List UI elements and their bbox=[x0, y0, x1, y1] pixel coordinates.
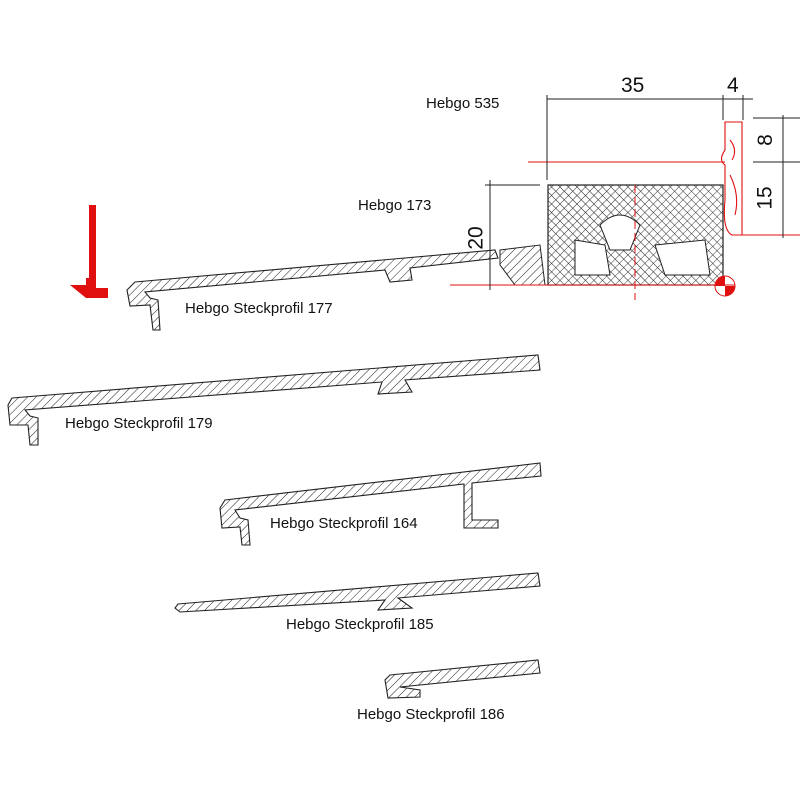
profile-hebgo-173 bbox=[450, 161, 736, 300]
label-steckprofil-186: Hebgo Steckprofil 186 bbox=[357, 706, 505, 723]
section-marker-icon bbox=[70, 205, 108, 298]
dimension-20: 20 bbox=[464, 226, 488, 250]
label-hebgo-535: Hebgo 535 bbox=[426, 95, 500, 112]
seal-hebgo-535 bbox=[720, 121, 800, 236]
dimension-15: 15 bbox=[753, 186, 777, 210]
label-steckprofil-164: Hebgo Steckprofil 164 bbox=[270, 515, 418, 532]
dimension-8: 8 bbox=[753, 134, 777, 146]
dimension-4: 4 bbox=[727, 74, 739, 97]
profile-164 bbox=[219, 462, 542, 546]
label-steckprofil-177: Hebgo Steckprofil 177 bbox=[185, 300, 333, 317]
profile-186 bbox=[384, 659, 541, 699]
dimension-lines bbox=[485, 95, 800, 290]
label-steckprofil-185: Hebgo Steckprofil 185 bbox=[286, 616, 434, 633]
label-steckprofil-179: Hebgo Steckprofil 179 bbox=[65, 415, 213, 432]
profile-179 bbox=[7, 354, 541, 446]
profile-177 bbox=[126, 249, 499, 331]
profile-185 bbox=[174, 572, 541, 613]
dimension-35: 35 bbox=[621, 74, 645, 97]
label-hebgo-173: Hebgo 173 bbox=[358, 197, 432, 214]
